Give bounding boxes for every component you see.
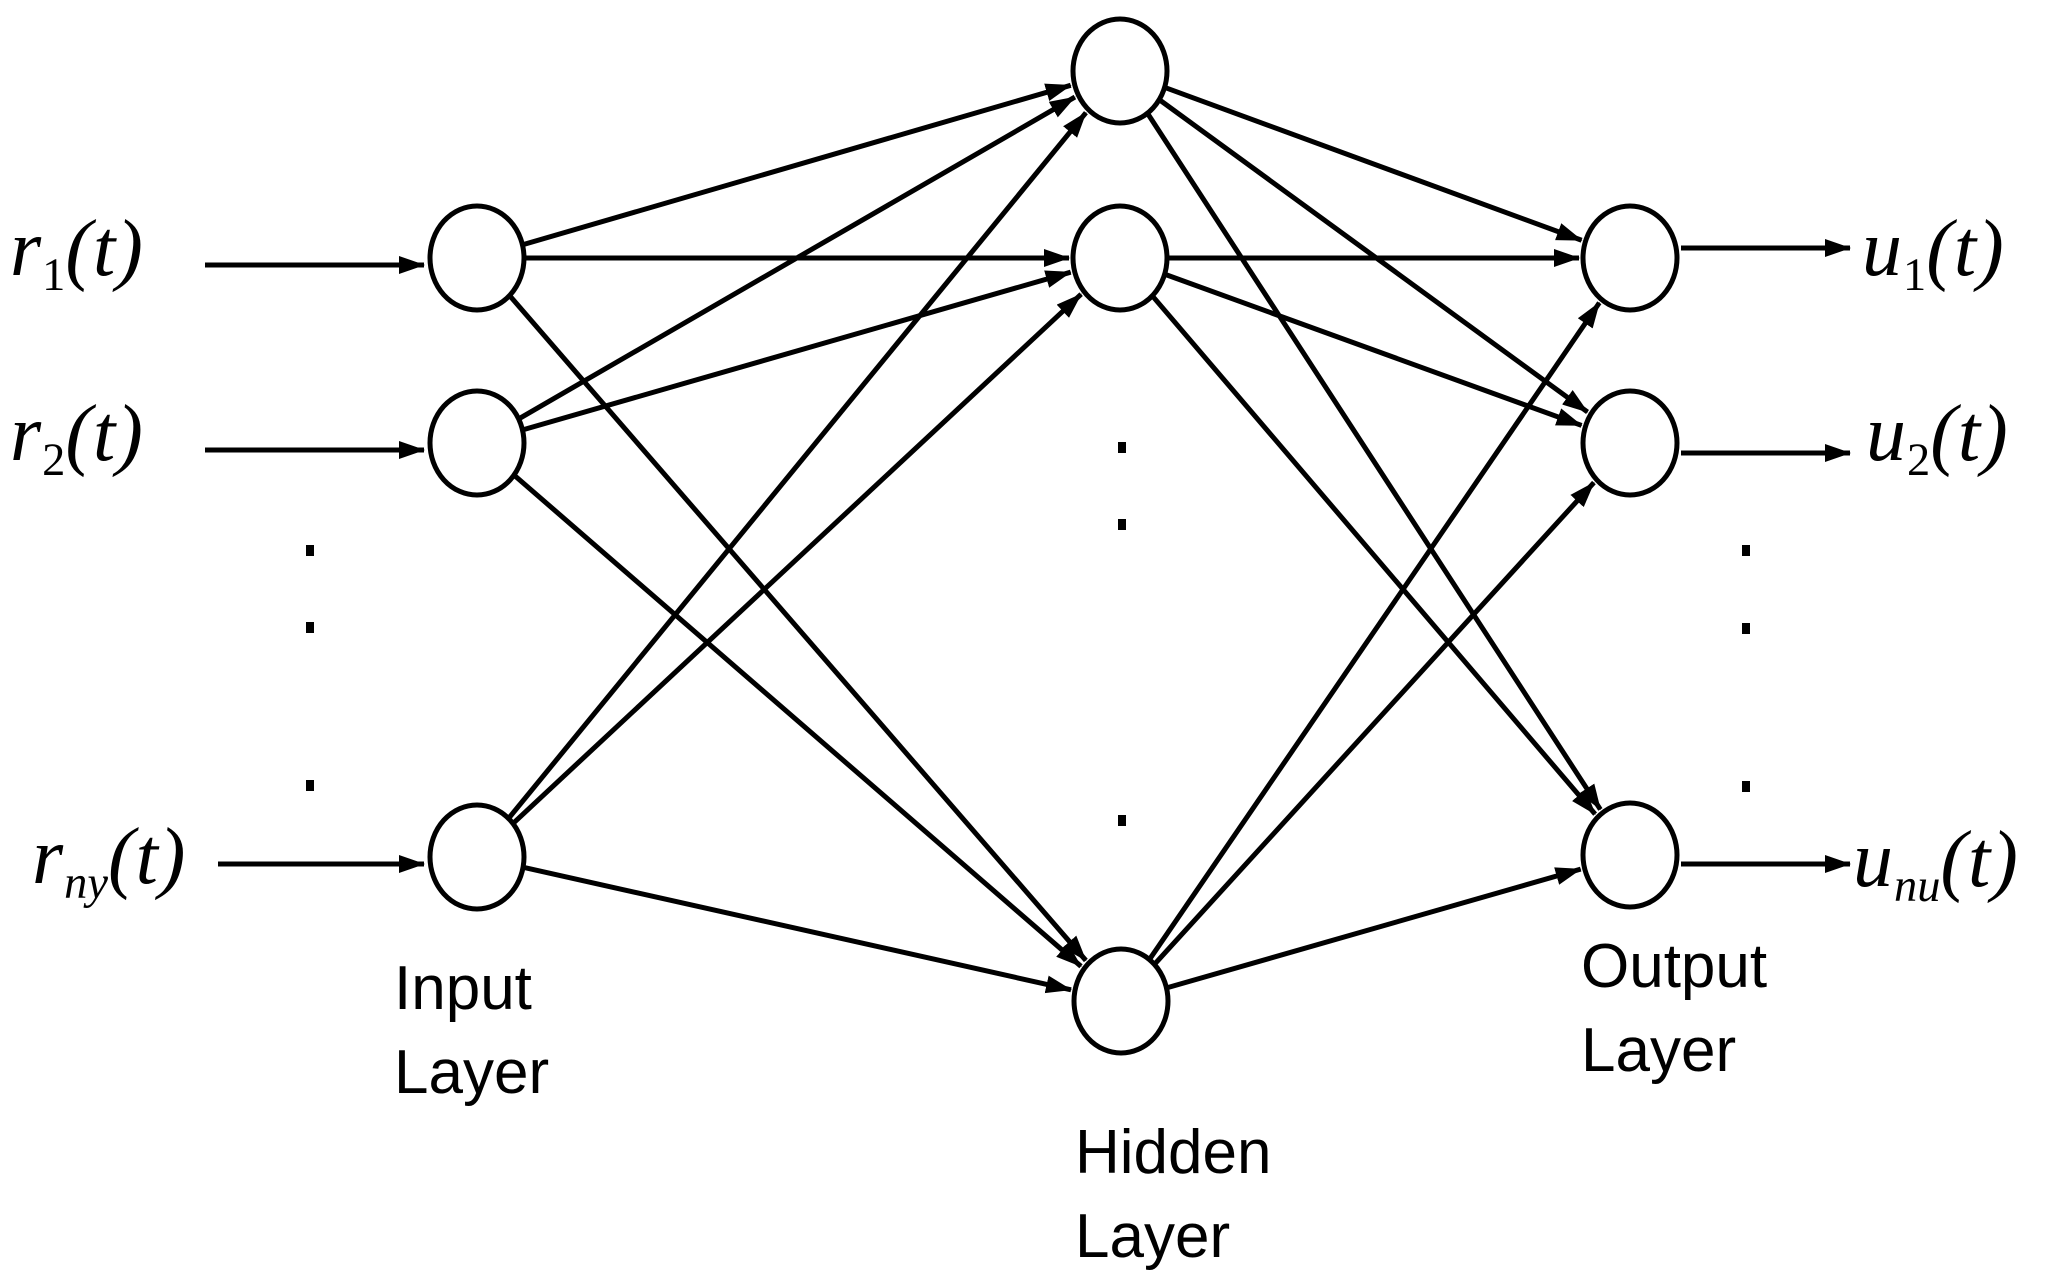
input-node-in1 bbox=[427, 203, 527, 313]
caption-line: Output bbox=[1581, 932, 1768, 1001]
math-suffix: (t) bbox=[65, 205, 144, 293]
caption-line: Layer bbox=[394, 1038, 550, 1107]
math-subscript: 2 bbox=[1907, 434, 1931, 486]
ellipsis-dot bbox=[1118, 442, 1126, 453]
math-subscript: 2 bbox=[42, 434, 66, 486]
hidden-node-h1 bbox=[1070, 16, 1170, 126]
ellipsis-dot bbox=[1742, 781, 1750, 792]
edge-in1-h3 bbox=[508, 295, 1088, 963]
edge-in3-h3 bbox=[524, 865, 1073, 994]
output-node-o3 bbox=[1580, 800, 1680, 910]
output-label-unu: unu(t) bbox=[1853, 820, 2019, 910]
edge-h2-o2 bbox=[1165, 272, 1583, 428]
math-suffix: (t) bbox=[1930, 390, 2009, 478]
input-label-r1: r1(t) bbox=[10, 209, 144, 299]
math-suffix: (t) bbox=[1940, 816, 2019, 904]
input-label-rny: rny(t) bbox=[32, 817, 186, 907]
ellipsis-dot bbox=[1118, 815, 1126, 826]
input-node-in2 bbox=[427, 388, 527, 498]
caption-line: Input bbox=[394, 954, 532, 1023]
input-layer-caption: Input Layer bbox=[394, 947, 549, 1115]
hidden-node-h2 bbox=[1070, 203, 1170, 313]
edge-in2-h2 bbox=[523, 269, 1072, 432]
math-subscript: ny bbox=[64, 857, 108, 909]
ellipsis-dot bbox=[306, 545, 314, 556]
output-label-u1: u1(t) bbox=[1862, 209, 2005, 299]
math-subscript: 1 bbox=[42, 249, 66, 301]
math-subscript: 1 bbox=[1903, 249, 1927, 301]
caption-line: Layer bbox=[1581, 1016, 1737, 1085]
caption-line: Layer bbox=[1075, 1202, 1231, 1271]
hidden-layer-caption: Hidden Layer bbox=[1075, 1111, 1271, 1279]
math-base: u bbox=[1862, 205, 1903, 293]
math-suffix: (t) bbox=[1926, 205, 2005, 293]
math-base: r bbox=[10, 205, 43, 293]
output-layer-caption: Output Layer bbox=[1581, 925, 1767, 1093]
edge-h1-o1 bbox=[1165, 85, 1583, 243]
edge-in3-h2 bbox=[512, 292, 1083, 824]
output-node-o2 bbox=[1580, 388, 1680, 498]
edge-in1-h1 bbox=[523, 82, 1072, 247]
ellipsis-dot bbox=[306, 780, 314, 791]
edge-h1-o3 bbox=[1146, 113, 1603, 811]
math-base: r bbox=[32, 813, 65, 901]
math-base: u bbox=[1853, 816, 1894, 904]
edge-h3-o1 bbox=[1148, 301, 1602, 960]
input-label-r2: r2(t) bbox=[10, 394, 144, 484]
math-subscript: nu bbox=[1894, 860, 1941, 912]
ellipsis-dot bbox=[1742, 623, 1750, 634]
edge-h3-o2 bbox=[1153, 480, 1596, 965]
edge-in2-h3 bbox=[513, 474, 1083, 969]
output-label-u2: u2(t) bbox=[1866, 394, 2009, 484]
ellipsis-dot bbox=[1742, 545, 1750, 556]
math-suffix: (t) bbox=[65, 390, 144, 478]
caption-line: Hidden bbox=[1075, 1118, 1272, 1187]
output-node-o1 bbox=[1580, 203, 1680, 313]
edge-h3-o3 bbox=[1167, 866, 1582, 990]
edge-in2-h1 bbox=[519, 94, 1077, 421]
math-base: r bbox=[10, 390, 43, 478]
input-node-in3 bbox=[427, 802, 527, 912]
hidden-node-h3 bbox=[1071, 946, 1171, 1056]
ellipsis-dot bbox=[306, 622, 314, 633]
edge-in3-h1 bbox=[507, 111, 1088, 819]
math-suffix: (t) bbox=[107, 813, 187, 901]
math-base: u bbox=[1866, 390, 1907, 478]
edge-h2-o3 bbox=[1151, 295, 1598, 816]
ellipsis-dot bbox=[1118, 519, 1126, 530]
